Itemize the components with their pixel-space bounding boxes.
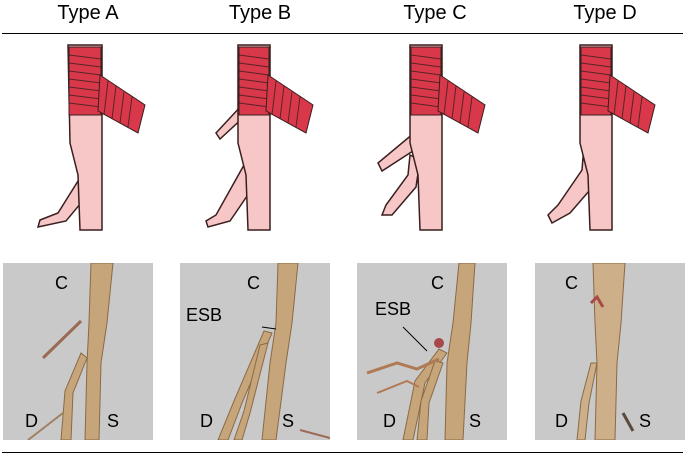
ct-panel-type-a: C D S bbox=[3, 263, 153, 440]
bottom-rule bbox=[2, 452, 683, 453]
schematic-type-d bbox=[547, 44, 656, 231]
top-rule bbox=[2, 33, 683, 34]
schematic-type-c bbox=[377, 44, 486, 231]
label-s: S bbox=[639, 411, 652, 431]
label-c: C bbox=[431, 273, 444, 293]
ct-panel-type-c: C ESB D S bbox=[357, 263, 507, 440]
label-d: D bbox=[383, 411, 396, 431]
esb-callout: ESB bbox=[186, 305, 223, 325]
type-b-title: Type B bbox=[228, 2, 292, 24]
ct-panel-type-b: C ESB D S bbox=[180, 263, 330, 440]
label-d: D bbox=[555, 411, 568, 431]
label-s: S bbox=[282, 411, 295, 431]
clamp-arm bbox=[97, 74, 146, 134]
ct-render-type-b bbox=[180, 263, 330, 440]
label-d: D bbox=[25, 411, 38, 431]
label-d: D bbox=[200, 411, 213, 431]
label-s: S bbox=[469, 411, 482, 431]
ct-render-type-d bbox=[535, 263, 685, 440]
ct-render-type-a bbox=[3, 263, 153, 440]
esb-callout: ESB bbox=[375, 299, 412, 319]
ct-render-type-c bbox=[357, 263, 507, 440]
type-d-title: Type D bbox=[573, 2, 637, 24]
label-c: C bbox=[565, 273, 578, 293]
schematic-type-b bbox=[205, 44, 314, 231]
label-c: C bbox=[247, 273, 260, 293]
ct-panel-type-d: C D S bbox=[535, 263, 685, 440]
schematic-type-a bbox=[36, 44, 146, 231]
type-a-title: Type A bbox=[57, 2, 119, 24]
label-c: C bbox=[55, 273, 68, 293]
label-s: S bbox=[107, 411, 120, 431]
type-c-title: Type C bbox=[403, 2, 467, 24]
